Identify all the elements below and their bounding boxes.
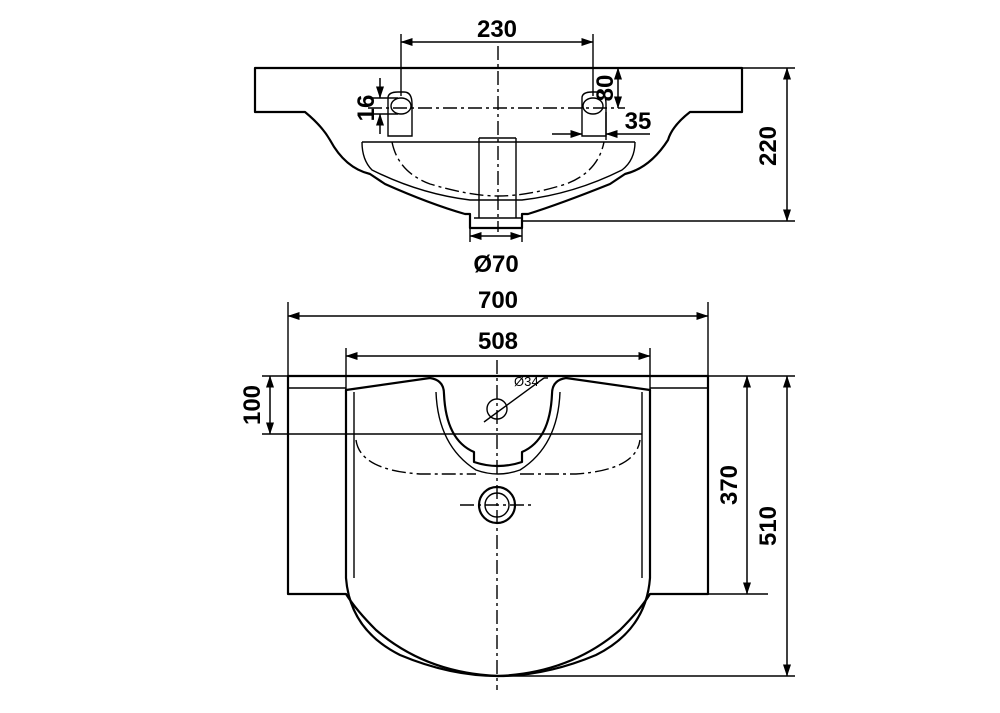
overflow-dashed xyxy=(355,439,641,475)
label-bowl-width: 508 xyxy=(478,328,518,355)
right-slot-peg xyxy=(581,91,607,137)
label-rim-depth: 100 xyxy=(239,385,266,425)
label-slot-height: 16 xyxy=(353,95,380,122)
tap-deck-notch xyxy=(344,376,652,468)
left-slot-hole xyxy=(390,97,412,115)
basin-plan-outline xyxy=(286,374,710,678)
plan-view: Ø34 700 508 100 370 510 xyxy=(239,287,795,690)
tap-deck-inner xyxy=(435,391,561,475)
label-hole-spacing: 230 xyxy=(477,16,517,43)
label-slot-width: 35 xyxy=(625,108,652,135)
elevation-view: 230 16 80 35 220 Ø70 xyxy=(253,16,795,278)
label-bowl-depth: 370 xyxy=(716,465,743,505)
label-drain-diameter: Ø70 xyxy=(473,251,518,278)
label-overall-depth: 510 xyxy=(755,506,782,546)
bowl-outline xyxy=(344,388,652,678)
label-overall-width: 700 xyxy=(478,287,518,314)
drain-pipe xyxy=(474,137,521,219)
bowl-inner-sides xyxy=(353,392,643,578)
right-slot-hole xyxy=(582,97,604,115)
left-slot-peg xyxy=(387,91,413,137)
label-height: 220 xyxy=(755,126,782,166)
label-slot-offset: 80 xyxy=(592,75,619,102)
label-tap-hole: Ø34 xyxy=(514,374,539,389)
